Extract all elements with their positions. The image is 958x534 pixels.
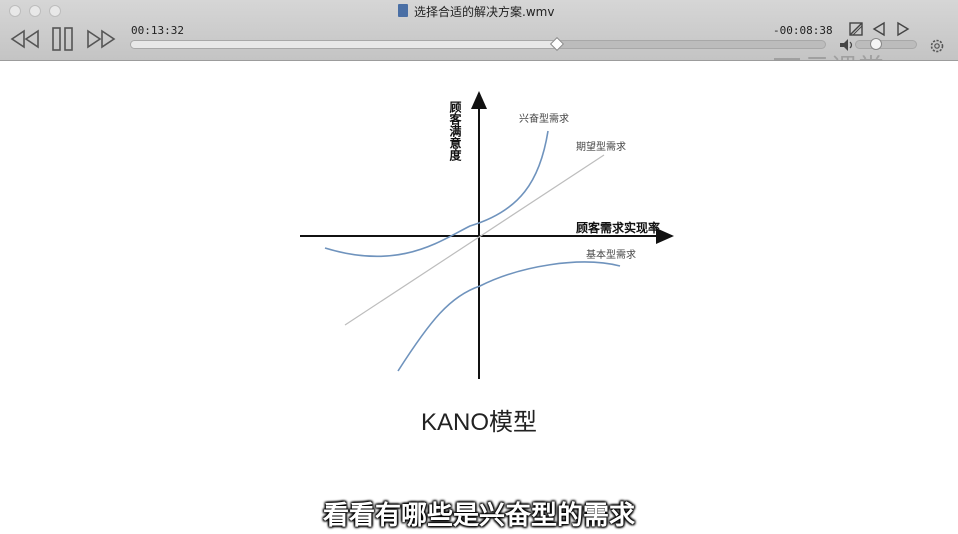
progress-fill: [131, 41, 556, 48]
pause-icon[interactable]: [50, 26, 76, 52]
fast-forward-icon[interactable]: [86, 29, 116, 49]
video-frame: 顾客满意度 顾客需求实现率 兴奋型需求 期望型需求 基本型需求: [0, 61, 958, 534]
exciting-label: 兴奋型需求: [519, 112, 569, 125]
y-axis-label: 顾客满意度: [448, 100, 462, 162]
mute-audio-icon[interactable]: [848, 21, 864, 37]
basic-curve: [397, 261, 621, 372]
exciting-curve: [324, 130, 549, 258]
previous-chapter-icon[interactable]: [872, 21, 886, 37]
expected-label: 期望型需求: [576, 140, 626, 153]
elapsed-time: 00:13:32: [131, 24, 184, 37]
zoom-window-button[interactable]: [49, 5, 61, 17]
kano-diagram: 顾客满意度 顾客需求实现率 兴奋型需求 期望型需求 基本型需求: [300, 91, 674, 379]
basic-label: 基本型需求: [586, 248, 636, 261]
file-icon: [398, 4, 408, 17]
next-chapter-icon[interactable]: [896, 21, 910, 37]
settings-gear-icon[interactable]: [929, 38, 945, 54]
volume-slider[interactable]: [855, 38, 917, 50]
rewind-icon[interactable]: [10, 29, 40, 49]
minimize-window-button[interactable]: [29, 5, 41, 17]
window-title: 选择合适的解决方案.wmv: [414, 5, 555, 19]
video-subtitle: 看看有哪些是兴奋型的需求: [322, 501, 635, 531]
x-axis-label: 顾客需求实现率: [576, 220, 660, 235]
remaining-time: -00:08:38: [773, 24, 833, 37]
diagram-caption: KANO模型: [420, 409, 537, 436]
expected-curve: [344, 154, 605, 326]
speaker-icon[interactable]: [838, 38, 854, 52]
progress-bar[interactable]: [130, 36, 826, 52]
volume-handle[interactable]: [870, 38, 883, 50]
progress-handle[interactable]: [549, 36, 564, 52]
close-window-button[interactable]: [9, 5, 21, 17]
player-control-bar: 选择合适的解决方案.wmv 00:13:32 -00:08:38: [0, 0, 958, 61]
